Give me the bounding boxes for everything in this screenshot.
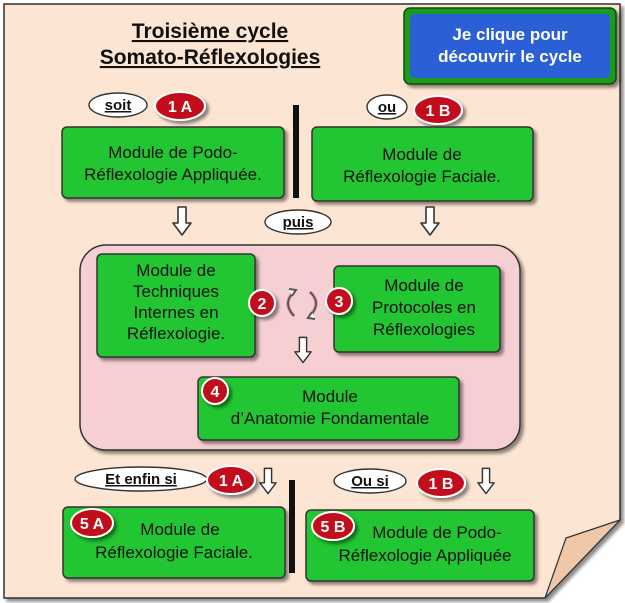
discover-cycle-button[interactable]: Je clique pour découvrir le cycle xyxy=(403,7,617,85)
pill-ou-label: ou xyxy=(378,99,396,116)
module-podo-reflexologie-top[interactable]: Module de Podo- Réflexologie Appliquée. xyxy=(61,126,285,199)
pill-ou-si-label: Ou si xyxy=(351,473,389,490)
badge-1a-top: 1 A xyxy=(154,91,206,121)
module-techniques-line-3: Internes en xyxy=(133,303,218,322)
module-faciale-bottom-line-1: Module de xyxy=(140,520,219,539)
module-protocoles-line-2: Protocoles en xyxy=(372,298,476,317)
pill-puis-label: puis xyxy=(283,214,314,231)
pill-puis: puis xyxy=(264,209,332,235)
module-podo-bottom-line-1: Module de Podo- xyxy=(372,523,501,542)
badge-1b-bottom: 1 B xyxy=(416,468,466,498)
module-techniques-internes[interactable]: Module de Techniques Internes en Réflexo… xyxy=(96,253,256,358)
badge-4-label: 4 xyxy=(211,384,220,401)
module-reflexologie-faciale-bottom[interactable]: Module de Réflexologie Faciale. xyxy=(62,506,286,579)
module-podo-bottom-line-2: Réflexologie Appliquée xyxy=(339,546,512,565)
module-anatomie-fondamentale[interactable]: Module d’Anatomie Fondamentale xyxy=(197,376,460,441)
pill-et-enfin-si-label: Et enfin si xyxy=(105,471,177,488)
badge-1a-top-label: 1 A xyxy=(168,99,193,116)
module-anatomie-line-1: Module xyxy=(302,387,358,406)
title-line-1: Troisième cycle xyxy=(132,20,288,43)
badge-5a: 5 A xyxy=(70,508,114,538)
page-title: Troisième cycle Somato-Réflexologies xyxy=(100,20,321,69)
badge-4: 4 xyxy=(201,377,229,405)
module-podo-top-line-2: Réflexologie Appliquée. xyxy=(84,165,262,184)
badge-2: 2 xyxy=(248,289,276,317)
badge-1b-top-label: 1 B xyxy=(426,103,451,120)
module-podo-top-line-1: Module de Podo- xyxy=(108,143,237,162)
module-techniques-line-2: Techniques xyxy=(133,282,219,301)
badge-2-label: 2 xyxy=(258,296,267,313)
badge-3: 3 xyxy=(325,287,353,315)
badge-5b-label: 5 B xyxy=(321,519,346,536)
pill-ou-si: Ou si xyxy=(333,468,407,494)
pill-et-enfin-si: Et enfin si xyxy=(74,466,208,492)
pill-soit-label: soit xyxy=(105,97,132,114)
module-techniques-line-4: Réflexologie. xyxy=(127,324,225,343)
module-faciale-top-line-1: Module de xyxy=(382,145,461,164)
badge-1b-top: 1 B xyxy=(413,95,463,125)
module-protocoles-line-1: Module de xyxy=(384,276,463,295)
pill-ou: ou xyxy=(366,94,408,120)
module-anatomie-line-2: d’Anatomie Fondamentale xyxy=(231,409,429,428)
bottom-divider xyxy=(289,480,295,573)
module-faciale-top-line-2: Réflexologie Faciale. xyxy=(343,167,501,186)
pill-soit: soit xyxy=(88,92,148,118)
module-protocoles-line-3: Réflexologies xyxy=(373,320,475,339)
cta-line-1: Je clique pour xyxy=(452,25,568,44)
badge-1b-bottom-label: 1 B xyxy=(429,476,454,493)
module-podo-reflexologie-bottom[interactable]: Module de Podo- Réflexologie Appliquée xyxy=(305,509,535,582)
badge-5b: 5 B xyxy=(311,511,355,541)
badge-1a-bottom-label: 1 A xyxy=(219,473,244,490)
module-faciale-bottom-line-2: Réflexologie Faciale. xyxy=(95,543,253,562)
badge-3-label: 3 xyxy=(335,294,344,311)
cycle-arrows-icon xyxy=(286,288,318,320)
top-divider xyxy=(293,105,299,198)
cta-line-2: découvrir le cycle xyxy=(438,47,582,66)
module-reflexologie-faciale-top[interactable]: Module de Réflexologie Faciale. xyxy=(311,126,534,202)
badge-1a-bottom: 1 A xyxy=(206,465,256,495)
badge-5a-label: 5 A xyxy=(80,516,105,533)
title-line-2: Somato-Réflexologies xyxy=(100,46,321,69)
module-techniques-line-1: Module de xyxy=(136,261,215,280)
module-protocoles[interactable]: Module de Protocoles en Réflexologies xyxy=(333,265,501,353)
